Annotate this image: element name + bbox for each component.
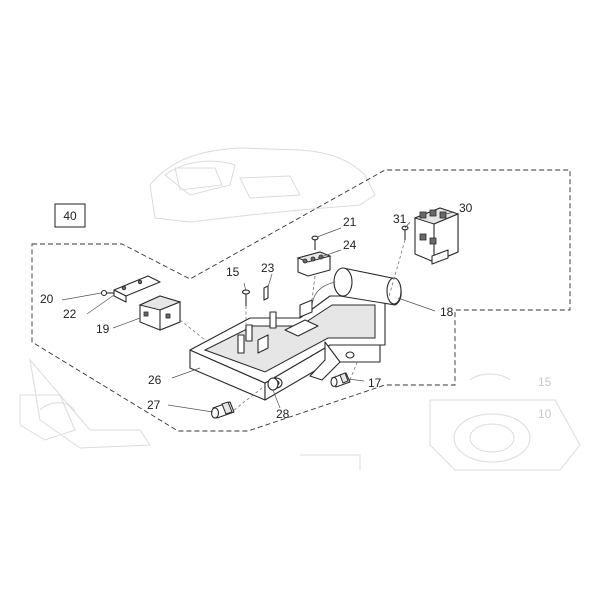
callout-18: 18 xyxy=(440,305,454,319)
ghosted-background-assembly xyxy=(19,147,581,471)
callout-24: 24 xyxy=(343,238,357,252)
callout-19: 19 xyxy=(96,322,110,336)
screw-21 xyxy=(311,235,319,250)
cable-gland-17 xyxy=(330,372,351,388)
guide-line xyxy=(387,239,406,301)
callout-20: 20 xyxy=(40,292,54,306)
mounting-plate xyxy=(113,275,161,303)
screw-31 xyxy=(401,225,409,240)
capacitor xyxy=(311,267,402,309)
background-callout-15: 15 xyxy=(538,375,552,389)
callout-26: 26 xyxy=(148,373,162,387)
background-callout-10: 10 xyxy=(538,407,552,421)
callout-15: 15 xyxy=(226,265,240,279)
cable-gland-27 xyxy=(210,401,235,419)
leader-lines xyxy=(61,211,455,413)
guide-line xyxy=(349,359,359,381)
callout-28: 28 xyxy=(276,407,290,421)
group-boundary xyxy=(31,169,571,432)
callout-31: 31 xyxy=(393,212,407,226)
group-number-box xyxy=(54,203,86,228)
contactor xyxy=(413,207,460,265)
enclosure-base xyxy=(189,295,386,401)
callout-17: 17 xyxy=(368,376,382,390)
callout-22: 22 xyxy=(63,307,77,321)
terminal-block xyxy=(296,251,332,277)
guide-line xyxy=(233,387,263,411)
electronic-module xyxy=(138,295,182,331)
screw-20 xyxy=(100,289,114,297)
screw-15 xyxy=(241,289,251,306)
callout-21: 21 xyxy=(343,215,357,229)
callout-30: 30 xyxy=(459,201,473,215)
group-number: 40 xyxy=(63,209,77,223)
screw-23 xyxy=(263,285,269,301)
guide-line xyxy=(311,275,316,301)
callout-27: 27 xyxy=(147,398,161,412)
locknut-28 xyxy=(267,377,279,391)
callout-23: 23 xyxy=(261,261,275,275)
guide-line xyxy=(179,319,206,341)
